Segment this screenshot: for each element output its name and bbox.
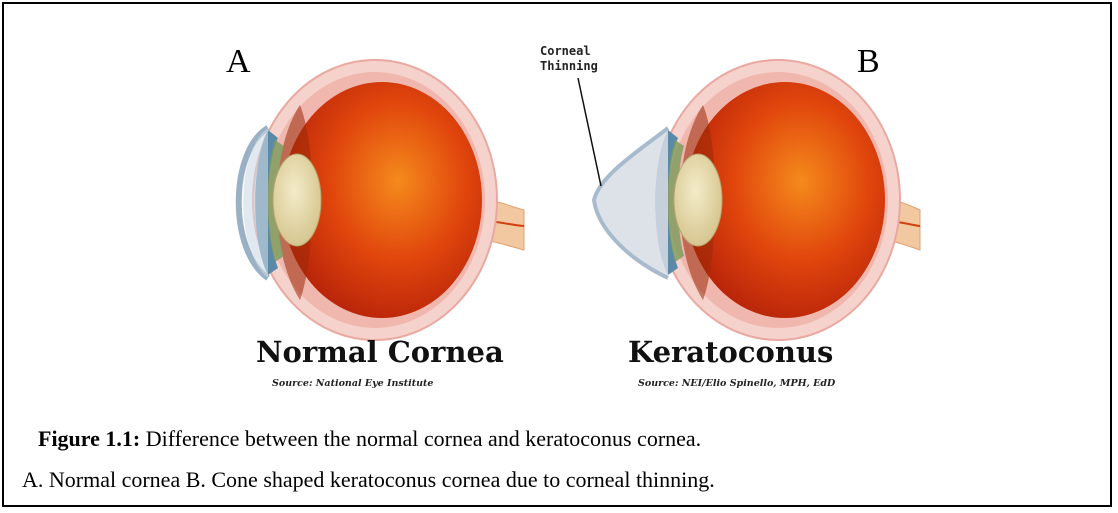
panel-a-source: Source: National Eye Institute <box>272 378 433 389</box>
annotation-line-1: Corneal <box>540 44 591 58</box>
annotation-line-2: Thinning <box>540 59 598 73</box>
figure-caption: Figure 1.1: Difference between the norma… <box>38 426 701 452</box>
caption-detail: A. Normal cornea B. Cone shaped keratoco… <box>22 467 715 493</box>
panel-a-title: Normal Cornea <box>256 335 504 369</box>
panel-b-title: Keratoconus <box>628 335 833 369</box>
panel-b-source: Source: NEI/Elio Spinello, MPH, EdD <box>638 378 836 389</box>
panel-b-letter: B <box>857 43 880 80</box>
panel-a-letter: A <box>226 43 251 80</box>
caption-text: Difference between the normal cornea and… <box>140 426 701 451</box>
caption-label: Figure 1.1: <box>38 426 140 451</box>
